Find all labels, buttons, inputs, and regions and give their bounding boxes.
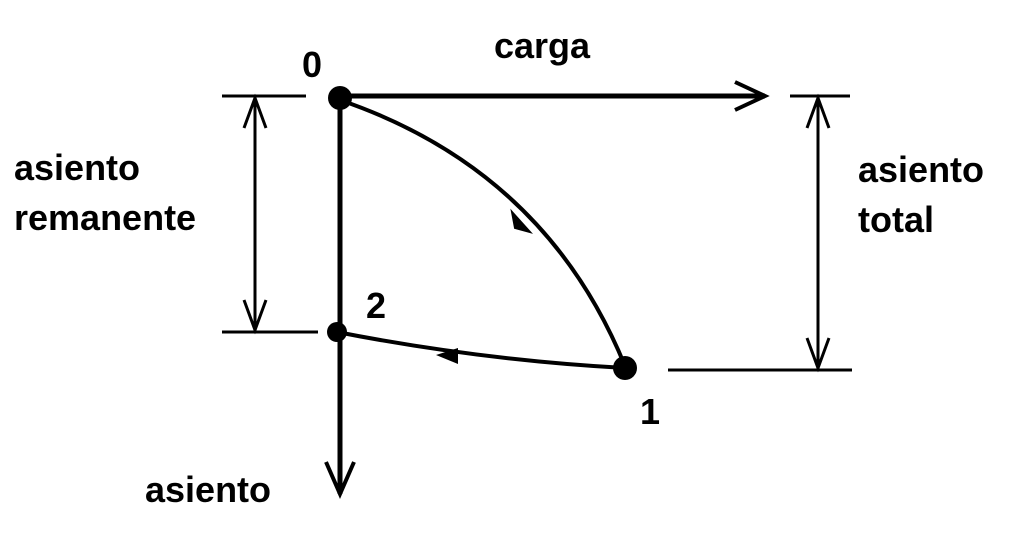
loading-curve	[339, 98, 627, 367]
point-2	[327, 322, 347, 342]
label-right-dim-2: total	[858, 199, 934, 240]
y-axis-arrowhead	[324, 461, 356, 499]
label-x-axis: carga	[494, 25, 591, 66]
loading-curve-arrow	[510, 208, 533, 234]
label-point-1: 1	[640, 391, 660, 432]
label-y-axis: asiento	[145, 469, 271, 510]
label-origin: 0	[302, 44, 322, 85]
unloading-curve-arrow	[436, 348, 458, 364]
label-point-2: 2	[366, 285, 386, 326]
label-left-dim-2: remanente	[14, 197, 196, 238]
left-dim-arrowhead-top	[242, 93, 268, 129]
unloading-curve	[336, 330, 626, 370]
left-dim-arrowhead-bottom	[242, 299, 268, 335]
label-right-dim-1: asiento	[858, 149, 984, 190]
x-axis-arrowhead	[734, 80, 770, 112]
point-1	[613, 356, 637, 380]
label-left-dim-1: asiento	[14, 147, 140, 188]
point-0	[328, 86, 352, 110]
right-dim-arrowhead-top	[805, 93, 831, 129]
right-dim-arrowhead-bottom	[805, 337, 831, 373]
